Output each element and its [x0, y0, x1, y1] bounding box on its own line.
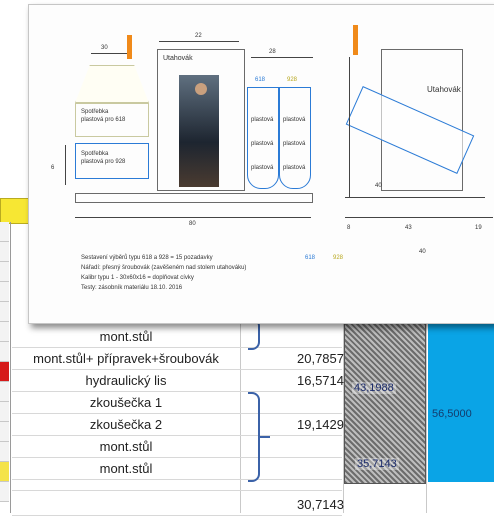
table-row[interactable] — [12, 480, 342, 491]
row-header[interactable] — [0, 382, 9, 402]
note-line: Sestavení výběrů typu 618 a 928 = 15 poz… — [81, 255, 213, 261]
dim-label: 40 — [375, 183, 382, 189]
row-header[interactable] — [0, 222, 9, 242]
row-header[interactable] — [0, 402, 9, 422]
side-base-line — [345, 197, 485, 198]
dim-line — [345, 217, 493, 218]
dim-label: 6 — [51, 165, 55, 171]
value-cell[interactable]: 19,1429 — [297, 417, 344, 432]
table-row[interactable]: mont.stůl+ přípravek+šroubovák 20,7857 — [12, 348, 344, 370]
dim-line — [159, 41, 239, 42]
operation-cell[interactable]: mont.stůl — [99, 329, 153, 344]
note-618: 618 — [305, 255, 316, 261]
note-line: Nářadí: přesný šroubovák (zavěšeném nad … — [81, 265, 247, 271]
dim-label: 43 — [405, 225, 412, 231]
dim-label: 40 — [419, 249, 426, 255]
operation-cell[interactable]: mont.stůl+ přípravek+šroubovák — [33, 351, 219, 366]
person-head-icon — [195, 83, 207, 95]
row-header[interactable] — [0, 262, 9, 282]
hatch-value-bottom: 35,7143 — [355, 458, 399, 470]
row-header[interactable] — [0, 322, 9, 342]
screwdriver-icon — [353, 25, 358, 55]
dim-label: 22 — [195, 33, 202, 39]
blue-value: 56,5000 — [432, 408, 472, 420]
dim-label: 80 — [189, 221, 196, 227]
table-row[interactable]: hydraulický lis 16,5714 — [12, 370, 344, 392]
row-header-yellow[interactable] — [0, 462, 9, 482]
bin-cell: plastová — [283, 141, 306, 147]
value-cell[interactable]: 16,5714 — [297, 373, 344, 388]
note-line: Kalibr typu 1 - 30x60x16 = doplňovat cív… — [81, 275, 194, 281]
bin-label-618: 618 — [255, 77, 266, 83]
dim-label: 28 — [269, 49, 276, 55]
spare-label: Spotřebka — [81, 151, 109, 157]
bracket-tick — [258, 436, 270, 438]
operation-cell[interactable]: zkoušečka 1 — [89, 395, 163, 410]
note-928: 928 — [333, 255, 344, 261]
row-header[interactable] — [0, 342, 9, 362]
operation-cell[interactable]: mont.stůl — [99, 461, 153, 476]
bin-cell: plastová — [283, 165, 306, 171]
row-number-column — [0, 222, 11, 513]
bin-label-928: 928 — [287, 77, 298, 83]
row-header[interactable] — [0, 302, 9, 322]
spare-box-2 — [75, 143, 149, 179]
spare-box-1 — [75, 103, 149, 137]
utahovak-label: Utahovák — [163, 55, 193, 62]
row-header[interactable] — [0, 482, 9, 502]
note-line: Testy: zásobník materiálu 18.10. 2016 — [81, 285, 183, 291]
bin-cell: plastová — [251, 117, 274, 123]
table-top-shape — [75, 193, 313, 203]
dim-line — [65, 145, 66, 185]
spare-label: Spotřebka — [81, 109, 109, 115]
grid-line — [426, 300, 427, 513]
table-row[interactable]: mont.stůl — [12, 458, 342, 480]
bin-cell: plastová — [251, 165, 274, 171]
table-row[interactable]: zkoušečka 1 — [12, 392, 342, 414]
dim-label: 30 — [101, 45, 108, 51]
bin-cell: plastová — [251, 141, 274, 147]
utahovak-label-right: Utahovák — [427, 85, 461, 94]
hatch-value-top: 43,1988 — [352, 382, 396, 394]
row-header[interactable] — [0, 242, 9, 262]
screwdriver-icon — [127, 35, 132, 59]
grid-line — [240, 300, 241, 513]
dim-line — [251, 57, 313, 58]
spare-label-sub: plastová pro 618 — [81, 117, 126, 123]
dim-label: 19 — [475, 225, 482, 231]
operation-cell[interactable]: mont.stůl — [99, 439, 153, 454]
embedded-diagram-image[interactable]: 30 Spotřebka plastová pro 618 Spotřebka … — [28, 4, 494, 324]
operation-cell[interactable]: zkoušečka 2 — [89, 417, 163, 432]
table-row[interactable]: zkoušečka 2 19,1429 — [12, 414, 344, 436]
spare-label-sub: plastová pro 928 — [81, 159, 126, 165]
table-row[interactable]: mont.stůl — [12, 326, 342, 348]
bin-618 — [247, 87, 279, 189]
row-header[interactable] — [0, 282, 9, 302]
blue-cell-block[interactable] — [428, 300, 494, 482]
bin-928 — [279, 87, 311, 189]
bin-cell: plastová — [283, 117, 306, 123]
operation-cell[interactable]: hydraulický lis — [85, 373, 167, 388]
grid-line — [343, 300, 344, 513]
dim-line — [75, 217, 311, 218]
utahovak-frame — [157, 49, 245, 191]
value-cell[interactable]: 20,7857 — [297, 351, 344, 366]
dim-label: 8 — [347, 225, 351, 231]
hopper-shape — [75, 65, 149, 103]
table-row[interactable]: mont.stůl — [12, 436, 342, 458]
side-line — [349, 57, 350, 197]
value-cell[interactable]: 30,7143 — [297, 497, 344, 512]
hatched-cell-block[interactable] — [344, 300, 426, 484]
row-header-red[interactable] — [0, 362, 9, 382]
dim-line — [91, 53, 131, 54]
row-header[interactable] — [0, 422, 9, 442]
row-header[interactable] — [0, 442, 9, 462]
